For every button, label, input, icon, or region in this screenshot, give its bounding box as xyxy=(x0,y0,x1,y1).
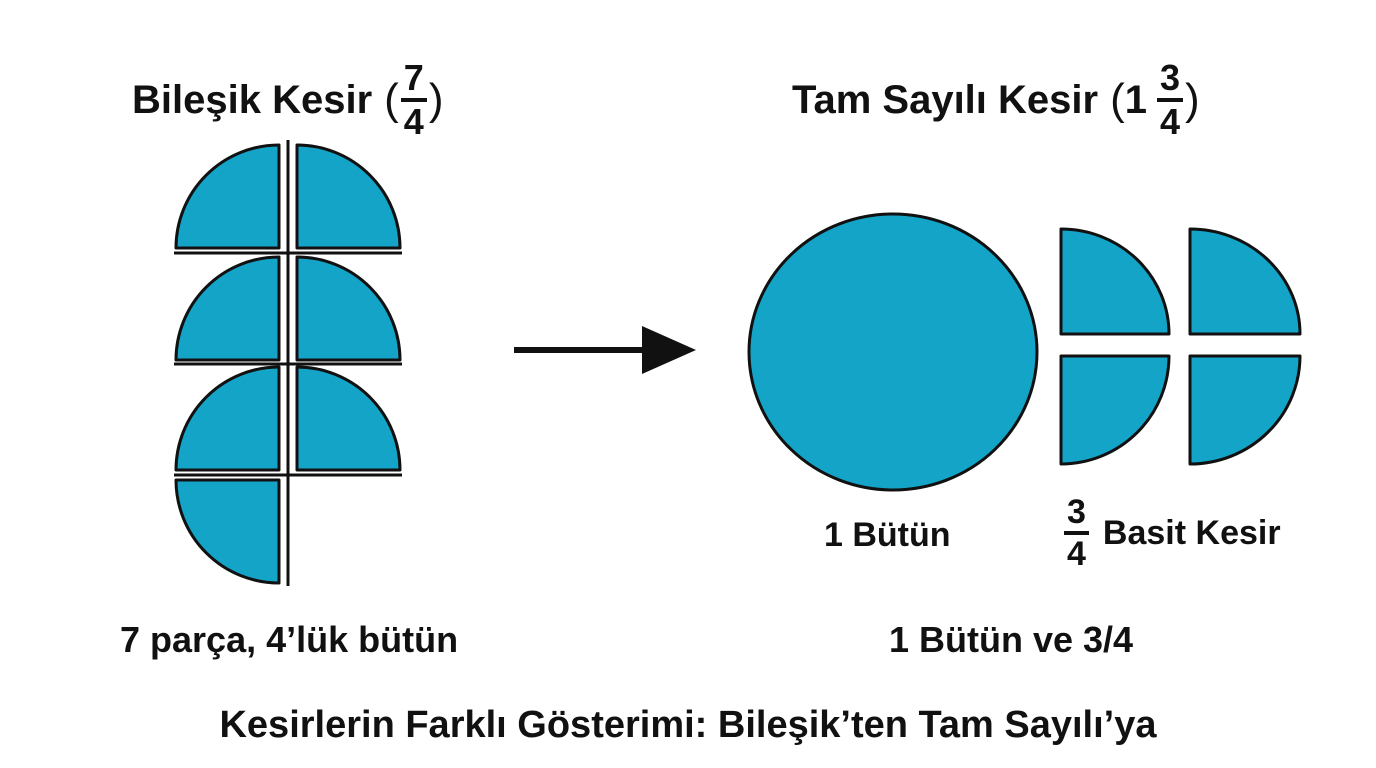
whole-label: 1 Bütün xyxy=(824,516,951,554)
right-quarter-4 xyxy=(1188,354,1302,466)
right-quarter-1 xyxy=(1059,227,1171,336)
right-arrow-icon xyxy=(514,326,696,374)
quarter-piece-7 xyxy=(174,478,281,585)
right-title-numerator: 3 xyxy=(1159,57,1181,98)
quarter-piece-3 xyxy=(174,255,281,362)
quarter-piece-2 xyxy=(295,143,402,250)
right-title-fraction: 3 4 xyxy=(1156,57,1184,142)
right-quarter-3 xyxy=(1059,354,1171,466)
footer-title: Kesirlerin Farklı Gösterimi: Bileşik’ten… xyxy=(219,704,1157,746)
left-title-fraction: 7 4 xyxy=(400,57,427,142)
right-title-denominator: 4 xyxy=(1159,101,1181,142)
whole-circle xyxy=(747,212,1039,492)
quarter-piece-4 xyxy=(295,255,402,362)
left-title-open-paren: ( xyxy=(384,75,399,124)
part-label: Basit Kesir xyxy=(1102,514,1281,552)
fraction-bar xyxy=(1156,98,1184,102)
quarter-piece-6 xyxy=(295,365,402,472)
right-quarter-2 xyxy=(1188,227,1302,336)
quarter-piece-1 xyxy=(174,143,281,250)
left-caption: 7 parça, 4’lük bütün xyxy=(120,619,459,660)
left-title-numerator: 7 xyxy=(403,57,424,98)
right-title-open-paren: ( xyxy=(1110,75,1125,124)
fraction-bar xyxy=(400,98,427,102)
left-title-close-paren: ) xyxy=(428,75,444,124)
right-title-close-paren: ) xyxy=(1185,75,1200,124)
left-title-text: Bileşik Kesir xyxy=(132,78,373,122)
right-title-whole: 1 xyxy=(1124,78,1147,122)
left-title: Bileşik Kesir ( 7 4 ) xyxy=(132,60,443,140)
right-title: Tam Sayılı Kesir ( 1 3 4 ) xyxy=(792,60,1200,140)
part-fraction-numerator: 3 xyxy=(1067,493,1086,531)
right-caption: 1 Bütün ve 3/4 xyxy=(889,619,1134,660)
part-label-group: 3 4 Basit Kesir xyxy=(1062,495,1281,571)
quarter-piece-5 xyxy=(174,365,281,472)
right-title-text: Tam Sayılı Kesir xyxy=(792,78,1099,122)
left-title-denominator: 4 xyxy=(403,101,424,142)
part-fraction-denominator: 4 xyxy=(1067,535,1086,573)
fraction-bar xyxy=(1064,531,1089,535)
part-fraction: 3 4 xyxy=(1064,495,1089,571)
